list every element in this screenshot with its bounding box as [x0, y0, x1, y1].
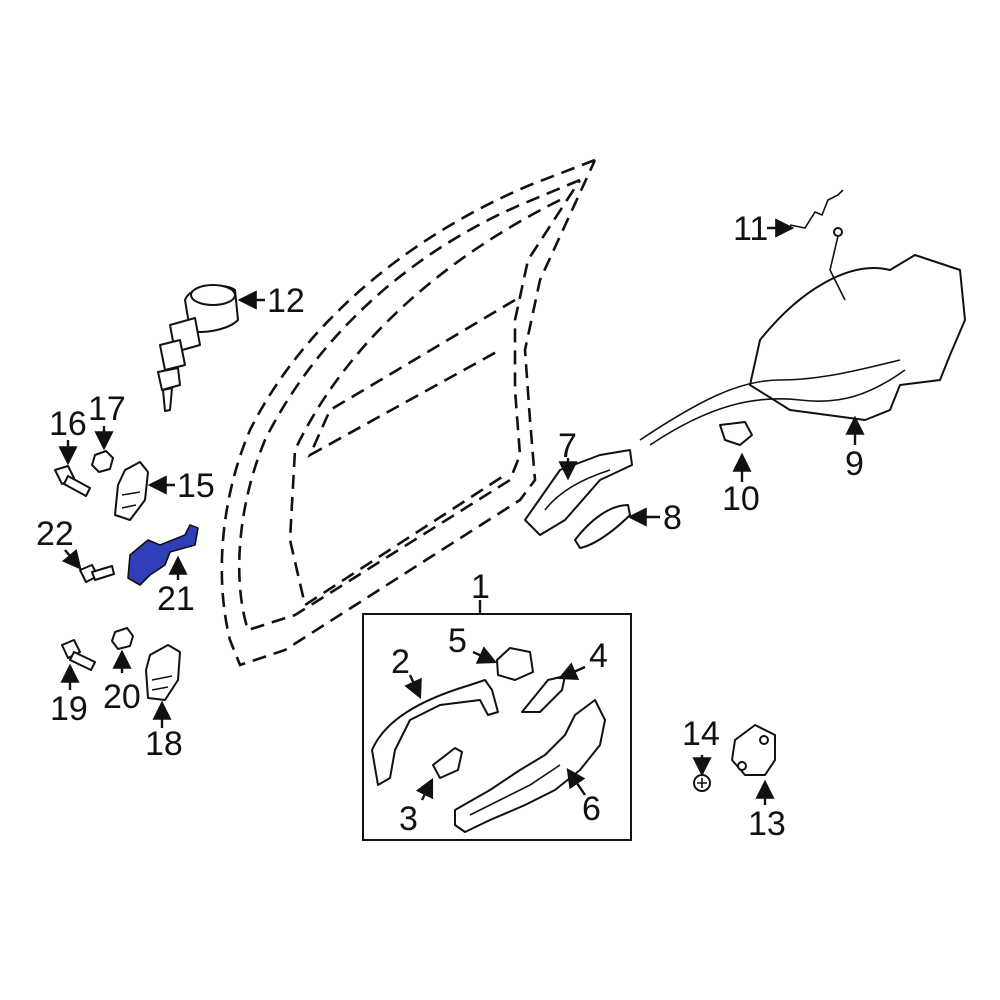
callout-18: 18: [145, 725, 183, 763]
handle-assembly-box: [362, 613, 632, 841]
callout-6: 6: [582, 790, 601, 828]
callout-10: 10: [722, 480, 760, 518]
cylinder-cover: [496, 647, 534, 681]
callout-21: 21: [157, 580, 195, 618]
callout-7: 7: [558, 427, 577, 465]
handle-cap-small: [432, 747, 463, 779]
callout-3: 3: [399, 800, 418, 838]
callout-20: 20: [103, 678, 141, 716]
leader-arrows: [58, 218, 865, 805]
bolt-22: [79, 564, 115, 583]
bolt-19: [61, 639, 96, 671]
callout-2: 2: [391, 643, 410, 681]
callout-9: 9: [845, 445, 864, 483]
check-bracket-upper: [114, 461, 149, 521]
nut-20: [111, 627, 134, 650]
nut-17: [91, 450, 114, 473]
callout-11: 11: [733, 210, 768, 248]
callout-13: 13: [748, 805, 786, 843]
outside-handle: [371, 679, 499, 786]
callout-22: 22: [36, 515, 74, 553]
callout-17: 17: [88, 390, 126, 428]
bolt-16: [54, 465, 91, 497]
callout-15: 15: [177, 467, 215, 505]
callout-19: 19: [50, 690, 88, 728]
door-outline: [220, 158, 597, 667]
door-striker: [731, 724, 776, 776]
handle-frame: [454, 699, 606, 833]
callout-12: 12: [267, 282, 305, 320]
callout-8: 8: [663, 499, 682, 537]
screw-14: [693, 774, 711, 792]
callout-4: 4: [589, 637, 608, 675]
door-check-highlighted: [127, 524, 199, 586]
callout-labels: 1 2 3 4 5 6 7 8 9 10 11 12 13 14 15 16 1…: [36, 210, 864, 843]
inside-handle-bezel: [574, 504, 631, 549]
callout-14: 14: [682, 715, 720, 753]
check-bracket-lower: [145, 644, 181, 701]
callout-1: 1: [471, 568, 490, 606]
handle-gasket: [521, 675, 566, 713]
door-latch-actuator: [639, 227, 966, 446]
lock-cylinder-with-key: [157, 284, 239, 412]
callout-5: 5: [448, 622, 467, 660]
cable-clip: [719, 421, 753, 446]
latch-rod: [789, 189, 844, 229]
callout-16: 16: [49, 405, 87, 443]
